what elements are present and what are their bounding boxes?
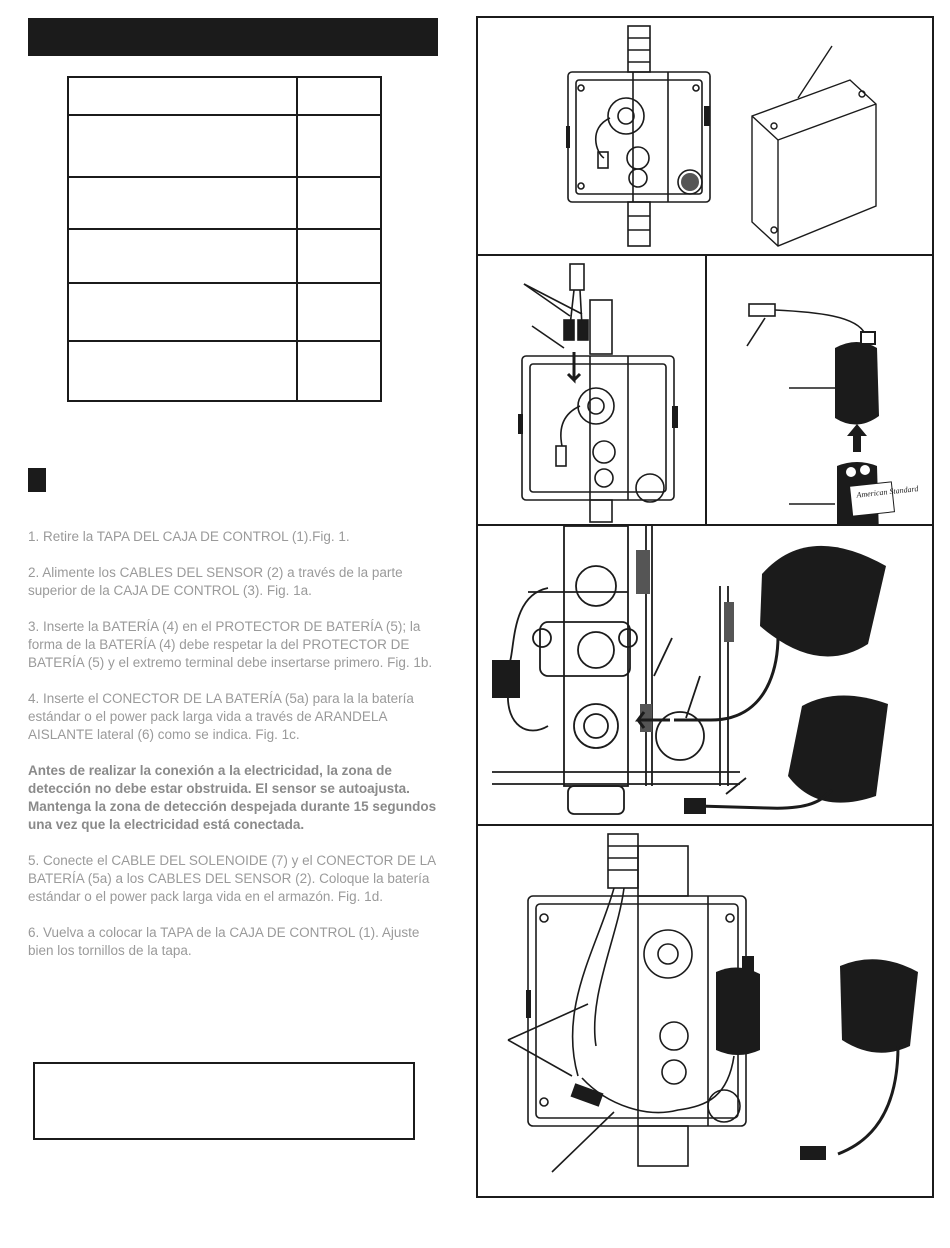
figure-1d-connected-assembly [507,833,918,1173]
figure-1a-sensor-cables [518,263,678,523]
figure-1b-battery-protector: American Standard [746,303,920,524]
section-marker [28,468,46,492]
parts-table [67,76,382,402]
step-6: 6. Vuelva a colocar la TAPA de la CAJA D… [28,925,420,958]
table-row [67,282,382,342]
step-warning: Antes de realizar la conexión a la elect… [28,763,437,832]
divider [478,524,932,526]
divider [478,824,932,826]
table-row [67,114,382,178]
note-box [33,1062,415,1140]
table-row [67,340,382,402]
step-4: 4. Inserte el CONECTOR DE LA BATERÍA (5a… [28,691,414,742]
step-1: 1. Retire la TAPA DEL CAJA DE CONTROL (1… [28,529,350,544]
figure-1-control-box [566,25,877,247]
installation-steps: 1. Retire la TAPA DEL CAJA DE CONTROL (1… [28,528,438,978]
table-row [67,228,382,284]
step-2: 2. Alimente los CABLES DEL SENSOR (2) a … [28,565,403,598]
step-5: 5. Conecte el CABLE DEL SOLENOIDE (7) y … [28,853,436,904]
table-row [67,76,382,116]
figure-1c-battery-connector [492,526,888,815]
table-row [67,176,382,230]
step-3: 3. Inserte la BATERÍA (4) en el PROTECTO… [28,619,433,670]
section-header-bar [28,18,438,56]
figure-frame: American Standard [476,16,934,1198]
divider [705,254,707,524]
